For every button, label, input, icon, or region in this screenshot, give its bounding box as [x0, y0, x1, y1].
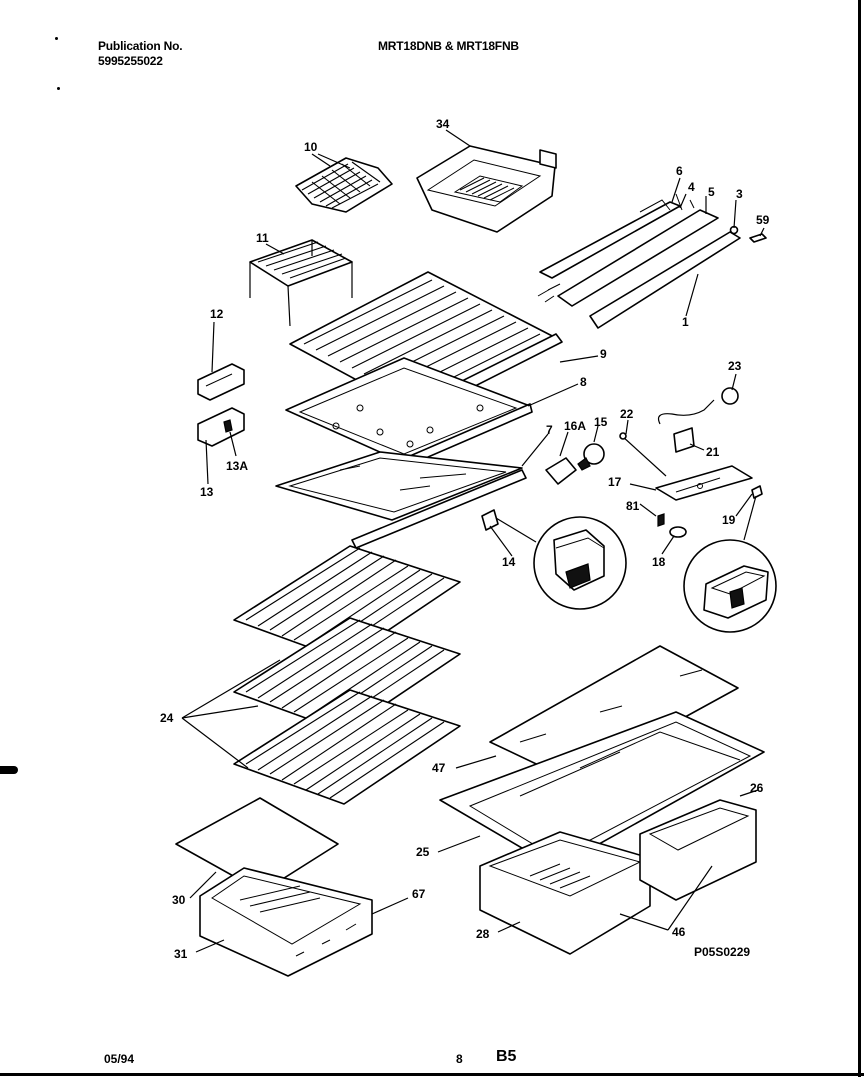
callout-label: 7 [546, 423, 553, 437]
callout-label: 9 [600, 347, 607, 361]
callout-label: 11 [256, 231, 269, 245]
callout-label: 5 [708, 185, 715, 199]
callout-labels: 34 10 6 4 5 3 59 11 1 12 9 8 23 7 16A 15… [160, 117, 770, 961]
callout-label: 13A [226, 459, 248, 473]
publication-label: Publication No. [98, 39, 183, 53]
page-border-bottom [0, 1073, 864, 1076]
footer-page: 8 [456, 1052, 463, 1066]
meat-drawer-part [175, 797, 373, 977]
callout-label: 23 [728, 359, 742, 373]
callout-label: 28 [476, 927, 490, 941]
footer-date: 05/94 [104, 1052, 135, 1066]
callout-label: 34 [436, 117, 450, 131]
callout-label: 31 [174, 947, 188, 961]
control-cover-part [285, 357, 533, 471]
callout-label: 30 [172, 893, 186, 907]
callout-label: 59 [756, 213, 770, 227]
callout-label: 47 [432, 761, 446, 775]
punch-mark [57, 87, 60, 90]
light-housing-parts [655, 465, 763, 538]
shelf-rail-parts [537, 193, 767, 329]
callout-label: 10 [304, 140, 318, 154]
ice-tray-part [295, 157, 393, 213]
callout-label: 17 [608, 475, 622, 489]
callout-label: 21 [706, 445, 720, 459]
callout-label: 8 [580, 375, 587, 389]
punch-mark [55, 37, 58, 40]
model-title: MRT18DNB & MRT18FNB [378, 39, 519, 53]
publication-number: 5995255022 [98, 54, 163, 68]
callout-label: 6 [676, 164, 683, 178]
callout-label: 15 [594, 415, 608, 429]
wire-shelves-part [181, 545, 461, 805]
crisper-drawers-part [479, 799, 757, 955]
callout-label: 25 [416, 845, 430, 859]
door-bin-parts [197, 363, 245, 447]
callout-label: 4 [688, 180, 695, 194]
callout-label: 26 [750, 781, 764, 795]
thermostat-parts [619, 387, 739, 477]
callout-label: 13 [200, 485, 214, 499]
callout-label: 46 [672, 925, 686, 939]
callout-label: 24 [160, 711, 174, 725]
callout-label: 81 [626, 499, 640, 513]
callout-label: 1 [682, 315, 689, 329]
footer-section: B5 [496, 1048, 517, 1065]
callout-label: 12 [210, 307, 224, 321]
crisper-cover-glass-part [439, 645, 765, 869]
page-border-right [858, 0, 861, 1077]
crisper-frame-part [275, 451, 527, 549]
switch-part-with-inset [481, 509, 627, 610]
diagram-code: P05S0229 [694, 945, 750, 959]
callout-label: 14 [502, 555, 516, 569]
callout-label: 18 [652, 555, 666, 569]
callout-label: 16A [564, 419, 586, 433]
binding-mark [0, 766, 18, 774]
callout-label: 19 [722, 513, 736, 527]
callout-label: 22 [620, 407, 634, 421]
callout-label: 67 [412, 887, 426, 901]
light-socket-bulb-parts [545, 443, 605, 485]
wire-shelf-small-part [249, 239, 353, 327]
callout-label: 3 [736, 187, 743, 201]
light-switch-inset [683, 495, 777, 633]
ice-bin-part [416, 145, 557, 233]
callout-leader-lines [189, 129, 765, 953]
